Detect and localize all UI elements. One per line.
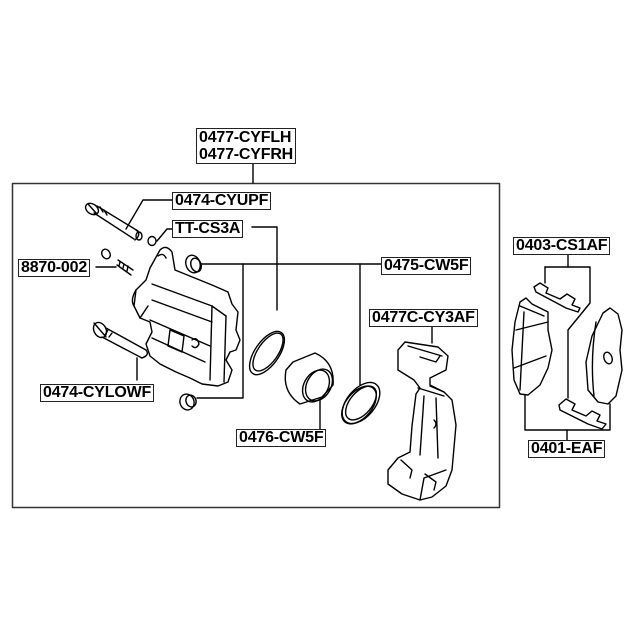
- part-number-lh: 0477-CYFLH: [199, 129, 292, 146]
- caliper-bracket-icon: [387, 341, 457, 501]
- label-0474-cylowf: 0474-CYLOWF: [40, 384, 155, 402]
- caliper-body-icon: [131, 246, 241, 387]
- part-number-rh: 0477-CYFRH: [199, 146, 294, 163]
- dust-cap-lower-icon: [179, 393, 197, 411]
- dust-cap-upper-icon: [185, 254, 202, 274]
- label-0476-cw5f: 0476-CW5F: [236, 429, 327, 447]
- label-tt-cs3a: TT-CS3A: [172, 220, 244, 238]
- outer-brake-pad-icon: [585, 307, 623, 405]
- upper-guide-bolt-icon: [84, 202, 157, 247]
- piston-boot-icon: [341, 381, 381, 425]
- assembly-part-number-label: 0477-CYFLH 0477-CYFRH: [196, 128, 297, 164]
- label-0475-cw5f: 0475-CW5F: [381, 257, 472, 275]
- lower-guide-bolt-icon: [92, 321, 149, 359]
- leader-0474-cyupf: [125, 199, 173, 230]
- piston-icon: [284, 352, 334, 405]
- label-8870-002: 8870-002: [18, 259, 91, 277]
- inner-brake-pad-icon: [511, 297, 553, 396]
- label-0474-cyupf: 0474-CYUPF: [172, 192, 272, 210]
- pad-clip-lower-icon: [558, 398, 607, 430]
- label-0477c-cy3af: 0477C-CY3AF: [369, 309, 478, 327]
- pad-clip-upper-icon: [533, 282, 581, 313]
- label-0403-cs1af: 0403-CS1AF: [513, 237, 611, 255]
- leader-0475-cw5f-left: [196, 263, 244, 399]
- leader-tt-cs3a: [156, 228, 173, 242]
- leader-0403-cs1af-branch: [544, 266, 591, 399]
- bleeder-screw-icon: [101, 248, 134, 276]
- label-0401-eaf: 0401-EAF: [528, 440, 606, 458]
- leader-tt-cs3a-ring: [251, 226, 278, 311]
- assembly-frame: [11, 182, 501, 509]
- piston-seal-ring-icon: [248, 330, 286, 376]
